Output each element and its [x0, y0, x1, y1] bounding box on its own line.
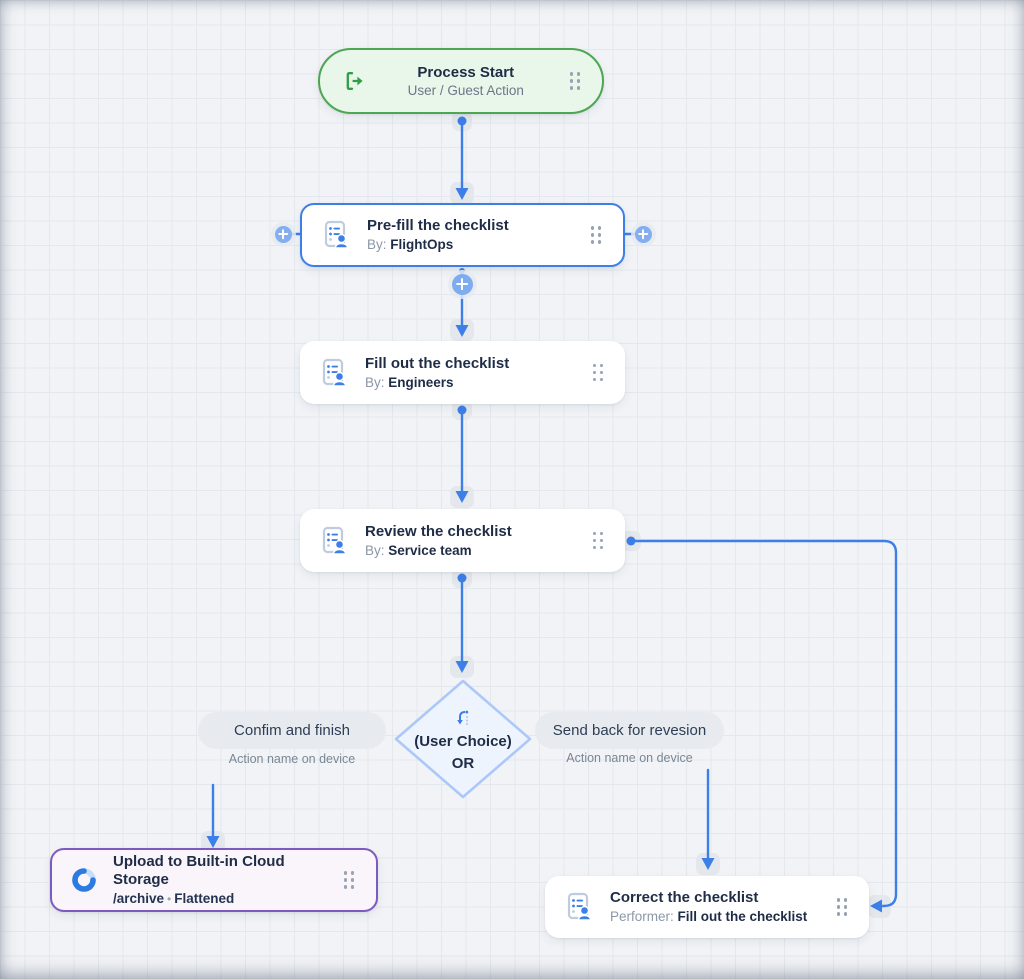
node-subtitle: User / Guest Action	[407, 83, 524, 99]
node-process-start[interactable]: Process Start User / Guest Action	[318, 48, 604, 114]
node-prefill-checklist[interactable]: Pre-fill the checklist By: FlightOps	[300, 203, 625, 267]
node-title: Process Start	[417, 63, 515, 81]
branch-label-send-back[interactable]: Send back for revesion	[535, 712, 724, 749]
process-start-icon	[344, 70, 366, 92]
dot-separator: •	[167, 891, 172, 906]
branch-label-text: Confim and finish	[234, 722, 350, 739]
gateway-subtitle: OR	[451, 755, 475, 772]
branch-label-confirm-finish[interactable]: Confim and finish	[198, 712, 386, 749]
node-title: Fill out the checklist	[365, 354, 510, 372]
node-meta: Performer: Fill out the checklist	[610, 909, 808, 925]
drag-handle-icon[interactable]	[340, 867, 359, 893]
drag-handle-icon[interactable]	[589, 528, 608, 554]
checklist-task-icon	[318, 525, 350, 557]
branch-label-text: Send back for revesion	[552, 722, 707, 739]
cloud-storage-logo-icon	[70, 866, 98, 894]
branch-split-icon	[452, 708, 474, 730]
add-step-below-button[interactable]	[451, 273, 473, 295]
branch-hint: Action name on device	[566, 751, 693, 765]
gateway-title: (User Choice)	[414, 733, 512, 751]
checklist-task-icon	[320, 219, 352, 251]
node-meta: By: Service team	[365, 542, 472, 558]
connector-endpoints	[206, 116, 882, 913]
node-upload-cloud-storage[interactable]: Upload to Built-in Cloud Storage /archiv…	[50, 848, 378, 912]
drag-handle-icon[interactable]	[589, 360, 608, 386]
add-step-right-button[interactable]	[634, 225, 652, 243]
node-meta: By: Engineers	[365, 374, 454, 390]
node-title: Pre-fill the checklist	[367, 217, 509, 235]
add-step-left-button[interactable]	[274, 225, 292, 243]
checklist-task-icon	[318, 357, 350, 389]
node-fillout-checklist[interactable]: Fill out the checklist By: Engineers	[300, 341, 625, 404]
node-correct-checklist[interactable]: Correct the checklist Performer: Fill ou…	[545, 876, 869, 938]
node-meta: /archive•Flattened	[113, 890, 235, 906]
drag-handle-icon[interactable]	[566, 68, 585, 94]
node-user-choice-gateway[interactable]: (User Choice) OR	[391, 678, 535, 800]
node-review-checklist[interactable]: Review the checklist By: Service team	[300, 509, 625, 572]
node-meta: By: FlightOps	[367, 237, 454, 253]
node-title: Upload to Built-in Cloud Storage	[113, 853, 285, 888]
checklist-task-icon	[563, 891, 595, 923]
gateway-diamond-shape	[394, 679, 532, 799]
node-title: Correct the checklist	[610, 889, 759, 907]
branch-hint: Action name on device	[228, 752, 356, 766]
node-title: Review the checklist	[365, 522, 512, 540]
edge-review-loop-to-correct	[629, 539, 898, 908]
drag-handle-icon[interactable]	[833, 894, 852, 920]
drag-handle-icon[interactable]	[587, 222, 606, 248]
